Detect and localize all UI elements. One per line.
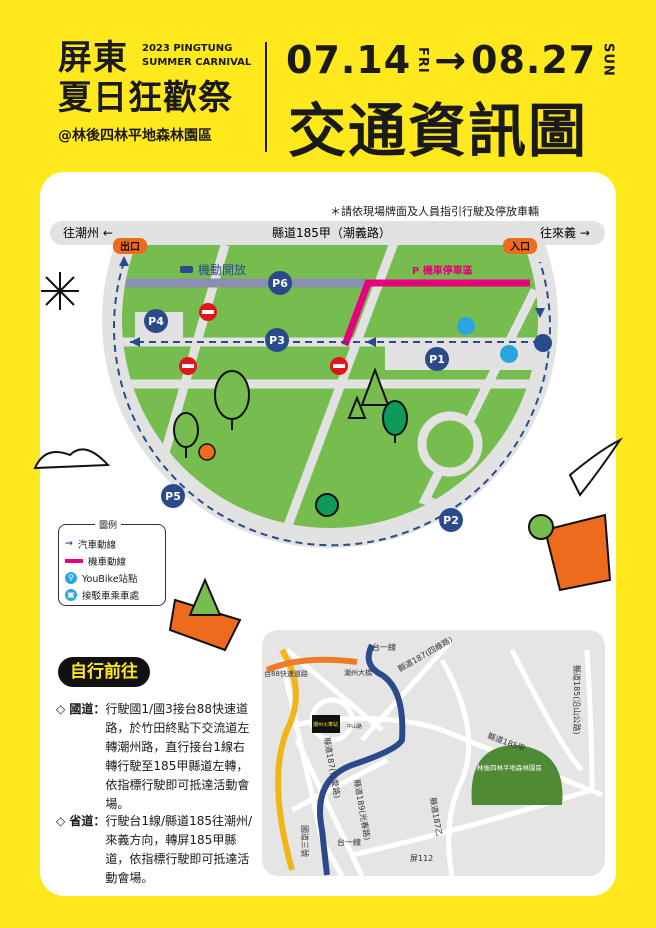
character-icon [528,514,554,540]
legend-item: ▣接駁車乘車處 [65,586,159,603]
legend: 圖例 →汽車動線 機車動線 ⚲YouBike站點 ▣接駁車乘車處 [58,518,166,606]
end-day: SUN [600,43,616,77]
label-venue: 林後四林平地森林園區 [477,763,543,772]
top-road-label: 縣道185甲（潮義路） [272,225,391,240]
arrow-icon: → [434,38,468,82]
direction-provincial: ◇ 省道：行駛台1線/縣道185往潮州/來義方向，轉屏185甲縣道，依指標行駛即… [56,814,253,885]
no-entry-icon [179,303,348,375]
arrow-icon [535,308,545,318]
tree-character [188,577,222,616]
label-station: 潮州火車站 [313,721,338,728]
label-zhongshan: 中山路 [347,723,362,730]
parking-markers [144,271,463,532]
decor-dot [198,443,216,461]
car-icon [534,334,552,352]
title-carnival: 夏日狂歡祭 [58,78,233,118]
venue: @林後四林平地森林園區 [58,128,212,144]
entrance-label: 入口 [510,241,530,253]
venue-area [471,745,563,805]
parking-p2: P2 [443,514,459,527]
end-date: 08.27 [471,38,597,82]
parking-p1: P1 [429,353,445,366]
bike-icon [500,345,518,363]
open-parking-label: 機動開放 [198,262,246,277]
to-laiyi: 往來義 → [540,225,590,240]
parking-p4: P4 [148,315,164,328]
legend-item: ⚲YouBike站點 [65,569,159,586]
label-national3: 國道三號 [300,825,310,857]
top-road [50,221,605,245]
label-ping112: 屏112 [410,854,433,863]
start-date: 07.14 [286,38,412,82]
label-tai1-top: 台一線 [372,642,396,652]
scooter-parking-label: P 機車停車區 [412,264,473,277]
scooter-route [341,279,530,347]
direction-freeway: ◇ 國道：行駛國1/國3接台88快速道路，於竹田終點下交流道左轉潮州路，直行接台… [56,702,250,811]
to-chaozhou: 往潮州 ← [63,225,113,240]
tree-icon [173,367,408,517]
label-tai88: 台88快速道路 [264,669,308,678]
magenta-line-icon [65,558,83,563]
parking-p6: P6 [272,277,288,290]
sparkle-icon [41,272,79,310]
legend-item: →汽車動線 [65,538,116,551]
car-route-ring [113,261,551,547]
title-pingtung: 屏東 [58,38,128,78]
label-tai1-bottom: 台一線 [337,837,361,847]
divider [265,42,267,152]
parking-p3: P3 [269,334,285,347]
label-185: 縣道185(沿山公路) [572,665,582,735]
tai1-road [317,643,406,876]
main-title: 交通資訊圖 [288,97,589,165]
bus-icon: ▣ [65,588,77,601]
arrow-icon [119,256,129,266]
label-187b: 縣道187乙 [428,797,445,837]
cloud-icon [33,448,111,470]
parking-note: ＊請依現場牌面及人員指引行駛及停放車輛 [330,205,539,218]
chaozhou-station [312,715,340,733]
bird-icon [568,437,623,497]
slide-illustration [543,513,612,592]
tai88-expressway [265,656,358,673]
label-189: 縣道189(光春路) [352,779,373,841]
arrow-icon: → [65,538,73,549]
label-bridge: 潮州大橋 [344,668,372,677]
directions-heading: 自行前往 [58,657,150,687]
arrow-icon [130,337,140,347]
bike-icon: ⚲ [65,571,77,584]
arrow-icon [366,337,376,347]
area-map: 台88快速道路 潮州大橋 潮州火車站 中山路 台一線 台一線 縣道187(四維路… [262,630,605,876]
bus-icon [457,317,475,335]
parking-p5: P5 [165,490,181,503]
legend-title: 圖例 [95,518,122,531]
national-freeway-3 [275,648,299,871]
car-icon [180,266,193,273]
exit-label: 出口 [120,240,140,253]
start-day: FRI [415,46,431,74]
legend-item: 機車動線 [65,552,159,569]
